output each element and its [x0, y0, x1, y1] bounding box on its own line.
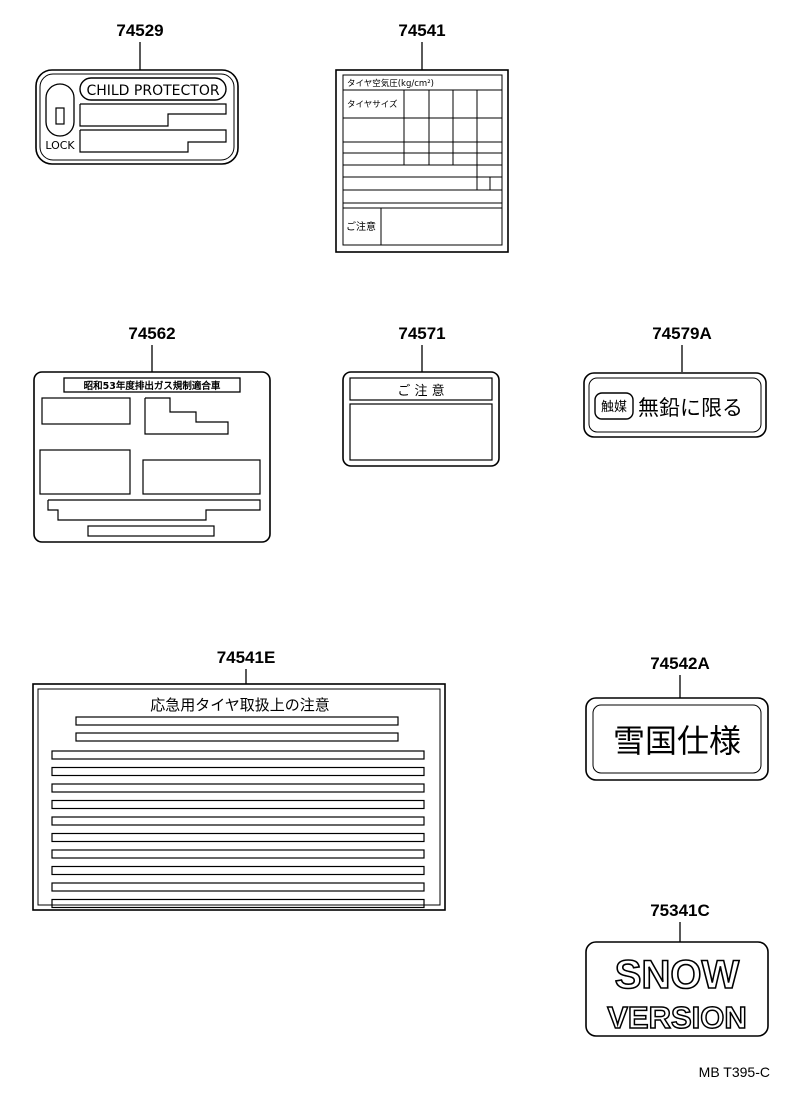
- spare-tire-header: 応急用タイヤ取扱上の注意: [150, 696, 330, 714]
- text-line-placeholder: [51, 750, 425, 760]
- text-line-placeholder: [51, 783, 425, 793]
- text-line-placeholder: [51, 832, 425, 843]
- text-line-placeholder: [51, 799, 425, 810]
- text-line-placeholder: [51, 882, 425, 892]
- part-74542A: 74542A 雪国仕様: [585, 654, 769, 781]
- version-text: VERSION: [607, 1000, 747, 1035]
- part-number-74571: 74571: [398, 324, 445, 343]
- part-75341C: 75341C SNOW VERSION: [585, 901, 769, 1037]
- text-line-placeholder: [51, 865, 425, 876]
- tire-pressure-title: タイヤ空気圧(kg/cm²): [347, 78, 434, 89]
- child-protector-banner: [79, 77, 227, 101]
- caution-header: ご 注 意: [397, 383, 444, 399]
- part-number-74542A: 74542A: [650, 654, 710, 673]
- part-number-74579A: 74579A: [652, 324, 712, 343]
- emission-header: 昭和53年度排出ガス規制適合車: [84, 380, 221, 392]
- caution-label: ご注意: [346, 220, 376, 233]
- lock-text: LOCK: [45, 139, 75, 152]
- part-74541E: 74541E 応急用タイヤ取扱上の注意: [32, 648, 446, 911]
- part-74529: 74529 CHILD PROTECTOR LOCK: [35, 21, 239, 165]
- text-line-placeholder: [51, 849, 425, 859]
- snow-text: SNOW: [615, 953, 740, 997]
- part-number-74562: 74562: [128, 324, 175, 343]
- part-number-74529: 74529: [116, 21, 163, 40]
- part-74562: 74562 昭和53年度排出ガス規制適合車: [33, 324, 271, 543]
- child-protector-text: CHILD PROTECTOR: [86, 83, 219, 99]
- tire-size-label: タイヤサイズ: [347, 99, 398, 110]
- lock-switch-icon: [45, 83, 75, 137]
- text-line-placeholder: [51, 816, 425, 826]
- part-74571: 74571 ご 注 意: [342, 324, 500, 467]
- reference-code: MB T395-C: [699, 1064, 770, 1080]
- part-74541: 74541 タイヤ空気圧(kg/cm²) タイヤサイズ ご注意: [335, 21, 509, 253]
- unleaded-only-text: 無鉛に限る: [638, 396, 743, 420]
- snow-spec-text: 雪国仕様: [613, 722, 741, 760]
- part-74579A: 74579A 触媒 無鉛に限る: [583, 324, 767, 438]
- text-line-placeholder: [51, 898, 425, 909]
- part-number-74541: 74541: [398, 21, 445, 40]
- catalyst-badge: [594, 392, 634, 420]
- catalyst-badge-text: 触媒: [601, 400, 627, 415]
- part-number-74541E: 74541E: [217, 648, 276, 667]
- text-line-placeholder: [51, 766, 425, 777]
- part-number-75341C: 75341C: [650, 901, 710, 920]
